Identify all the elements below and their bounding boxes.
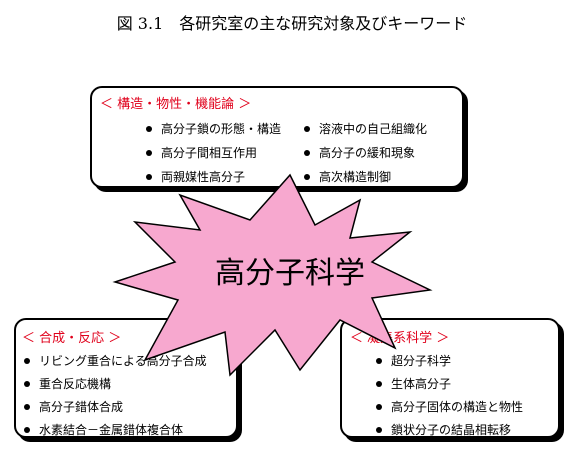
bullet-icon [376,357,382,364]
list-item: 鎖状分子の結晶相転移 [376,421,511,438]
list-item: 両親媒性高分子 [146,168,245,185]
bullet-icon [146,125,152,132]
starburst-polygon [112,173,433,377]
bullet-icon [376,426,382,433]
bullet-icon [304,125,310,132]
list-item: 高分子鎖の形態・構造 [146,120,281,137]
structure-properties-box [90,86,464,188]
structure-properties-title: ＜ 構造・物性・機能論 ＞ [100,97,252,112]
list-item: 高分子の緩和現象 [304,144,415,161]
list-item: 重合反応機構 [24,375,111,392]
figure-caption: 図 3.1 各研究室の主な研究対象及びキーワード [116,14,468,33]
list-item: 溶液中の自己組織化 [304,120,427,137]
list-item: 生体高分子 [376,375,451,392]
bullet-icon [24,357,30,364]
center-label: 高分子科学 [215,256,365,291]
bullet-icon [304,149,310,156]
bullet-icon [376,403,382,410]
synthesis-reaction-title: ＜ 合成・反応 ＞ [22,331,122,346]
list-item: 超分子科学 [376,352,451,369]
list-item: 高分子間相互作用 [146,144,257,161]
list-item: 高分子錯体合成 [24,398,123,415]
bullet-icon [304,173,310,180]
bullet-icon [146,149,152,156]
bullet-icon [376,380,382,387]
list-item: 高次構造制御 [304,168,391,185]
bullet-icon [146,173,152,180]
list-item: 水素結合－金属錯体複合体 [24,421,183,438]
bullet-icon [24,380,30,387]
bullet-icon [24,403,30,410]
bullet-icon [24,426,30,433]
list-item: リビング重合による高分子合成 [24,352,207,369]
list-item: 高分子固体の構造と物性 [376,398,523,415]
